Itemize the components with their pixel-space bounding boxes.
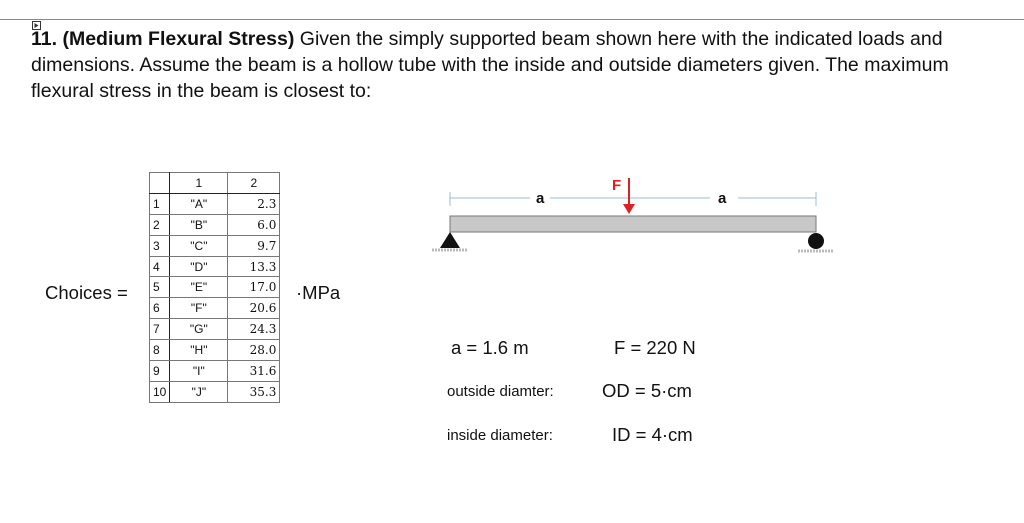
dimension-label-right: a bbox=[718, 190, 727, 207]
choice-value: 6.0 bbox=[227, 213, 281, 236]
choice-key: "A" bbox=[169, 192, 229, 215]
choices-label: Choices = bbox=[45, 282, 128, 303]
choice-key: "E" bbox=[169, 276, 229, 299]
pin-support-icon bbox=[440, 232, 460, 248]
roller-support-icon bbox=[808, 233, 824, 249]
given-a: a = 1.6 m bbox=[451, 337, 529, 358]
choices-header-row: 1 2 bbox=[148, 172, 281, 194]
force-arrow-icon bbox=[623, 204, 635, 214]
problem-statement: 11. (Medium Flexural Stress) Given the s… bbox=[31, 26, 981, 104]
choice-row: 5"E"17.0 bbox=[148, 276, 281, 299]
row-number: 9 bbox=[148, 360, 171, 382]
row-number: 2 bbox=[148, 213, 171, 236]
row-number: 5 bbox=[148, 276, 171, 299]
choice-row: 1"A"2.3 bbox=[148, 192, 281, 215]
choice-value: 17.0 bbox=[227, 276, 281, 299]
od-label: outside diamter: bbox=[447, 383, 554, 400]
header-col-2: 2 bbox=[227, 172, 281, 194]
choice-row: 6"F"20.6 bbox=[148, 297, 281, 320]
row-number: 4 bbox=[148, 255, 171, 278]
id-value: ID = 4·cm bbox=[612, 424, 693, 445]
id-label: inside diameter: bbox=[447, 427, 553, 444]
choice-value: 24.3 bbox=[227, 318, 281, 341]
choice-row: 10"J"35.3 bbox=[148, 380, 281, 403]
row-number: 1 bbox=[148, 192, 171, 215]
choice-key: "D" bbox=[169, 255, 229, 278]
choice-value: 31.6 bbox=[227, 360, 281, 382]
choice-value: 20.6 bbox=[227, 297, 281, 320]
row-number: 10 bbox=[148, 380, 171, 403]
choices-unit: ·MPa bbox=[296, 282, 341, 303]
problem-text: Given the simply supported beam shown he… bbox=[31, 28, 949, 102]
beam-body bbox=[449, 215, 817, 233]
choice-value: 35.3 bbox=[227, 380, 281, 403]
od-value: OD = 5·cm bbox=[602, 380, 692, 401]
row-number: 3 bbox=[148, 234, 171, 257]
choice-row: 7"G"24.3 bbox=[148, 318, 281, 341]
choice-key: "C" bbox=[169, 234, 229, 257]
choice-row: 8"H"28.0 bbox=[148, 339, 281, 362]
force-label: F bbox=[612, 177, 621, 194]
region-marker-icon bbox=[32, 21, 41, 30]
row-number: 7 bbox=[148, 318, 171, 341]
beam-diagram: a a F bbox=[432, 177, 834, 253]
choice-value: 28.0 bbox=[227, 339, 281, 362]
header-col-1: 1 bbox=[169, 172, 229, 194]
choice-row: 4"D"13.3 bbox=[148, 255, 281, 278]
choice-key: "H" bbox=[169, 339, 229, 362]
given-force: F = 220 N bbox=[614, 337, 696, 358]
choice-key: "B" bbox=[169, 213, 229, 236]
choice-value: 9.7 bbox=[227, 234, 281, 257]
choice-key: "F" bbox=[169, 297, 229, 320]
row-number: 8 bbox=[148, 339, 171, 362]
top-rule bbox=[0, 19, 1024, 20]
problem-number: 11. bbox=[31, 28, 58, 50]
problem-title: (Medium Flexural Stress) bbox=[62, 28, 295, 50]
row-number: 6 bbox=[148, 297, 171, 320]
choice-key: "G" bbox=[169, 318, 229, 341]
dimension-label-left: a bbox=[536, 190, 545, 207]
header-corner bbox=[148, 172, 171, 194]
choice-key: "I" bbox=[169, 360, 229, 382]
choice-value: 13.3 bbox=[227, 255, 281, 278]
choice-row: 2"B"6.0 bbox=[148, 213, 281, 236]
choice-row: 9"I"31.6 bbox=[148, 360, 281, 382]
choice-row: 3"C"9.7 bbox=[148, 234, 281, 257]
choice-key: "J" bbox=[169, 380, 229, 403]
choices-table: 1 2 1"A"2.3 2"B"6.0 3"C"9.7 4"D"13.3 5"E… bbox=[148, 172, 281, 403]
choice-value: 2.3 bbox=[227, 192, 281, 215]
